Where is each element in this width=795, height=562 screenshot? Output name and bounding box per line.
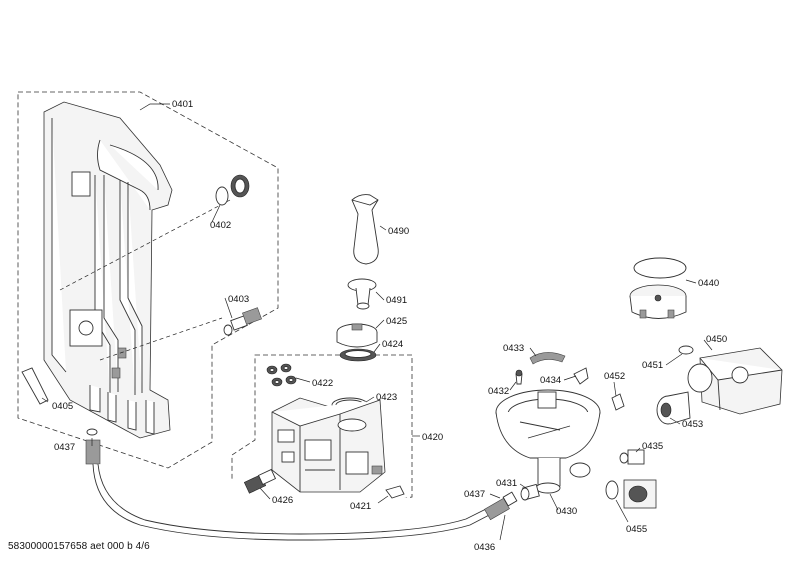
label-0453: 0453 [682,419,703,430]
label-0426: 0426 [272,495,293,506]
label-0432: 0432 [488,386,509,397]
lid-gasket-drawing [336,323,378,362]
pump-cover-drawing [629,257,687,319]
label-0405: 0405 [52,401,73,412]
label-0490: 0490 [388,226,409,237]
label-0423: 0423 [376,392,397,403]
document-id-footer: 58300000157658 aet 000 b 4/6 [8,541,150,552]
label-0425: 0425 [386,316,407,327]
part-number-labels: 0401 0402 0403 0405 0437 0490 0491 0425 … [52,99,727,553]
softener-clip-drawing [385,485,405,499]
label-0491: 0491 [386,295,407,306]
label-0437-right: 0437 [464,489,485,500]
label-0436: 0436 [474,542,495,553]
label-0422: 0422 [312,378,333,389]
seal-ring-drawing [215,174,250,206]
sump-small-parts-drawing [515,352,625,411]
clip-drawing [21,367,49,405]
label-0433: 0433 [503,343,524,354]
label-0430: 0430 [556,506,577,517]
label-0401: 0401 [172,99,193,110]
label-0403: 0403 [228,294,249,305]
label-0435: 0435 [642,441,663,452]
pump-small-parts-drawing [605,449,657,509]
cap-drawing [347,278,377,310]
label-0451: 0451 [642,360,663,371]
label-0421: 0421 [350,501,371,512]
label-0402: 0402 [210,220,231,231]
sump-drawing [495,389,601,494]
label-0434: 0434 [540,375,561,386]
label-0450: 0450 [706,334,727,345]
connector-drawing [223,307,262,336]
label-0440: 0440 [698,278,719,289]
funnel-drawing [351,194,379,265]
water-softener-drawing [271,397,386,493]
label-0420: 0420 [422,432,443,443]
side-panel-drawing [43,101,231,439]
label-0431: 0431 [496,478,517,489]
label-0424: 0424 [382,339,403,350]
heat-pump-drawing [656,345,783,425]
leader-lines [41,103,713,541]
group-outline-0401 [17,91,279,469]
drain-hose-drawing [85,428,518,541]
label-0452: 0452 [604,371,625,382]
sensor-drawing [243,468,277,494]
label-0437-left: 0437 [54,442,75,453]
label-0455: 0455 [626,524,647,535]
small-seals-drawing [266,363,297,387]
sump-nozzle-drawing [520,483,540,501]
